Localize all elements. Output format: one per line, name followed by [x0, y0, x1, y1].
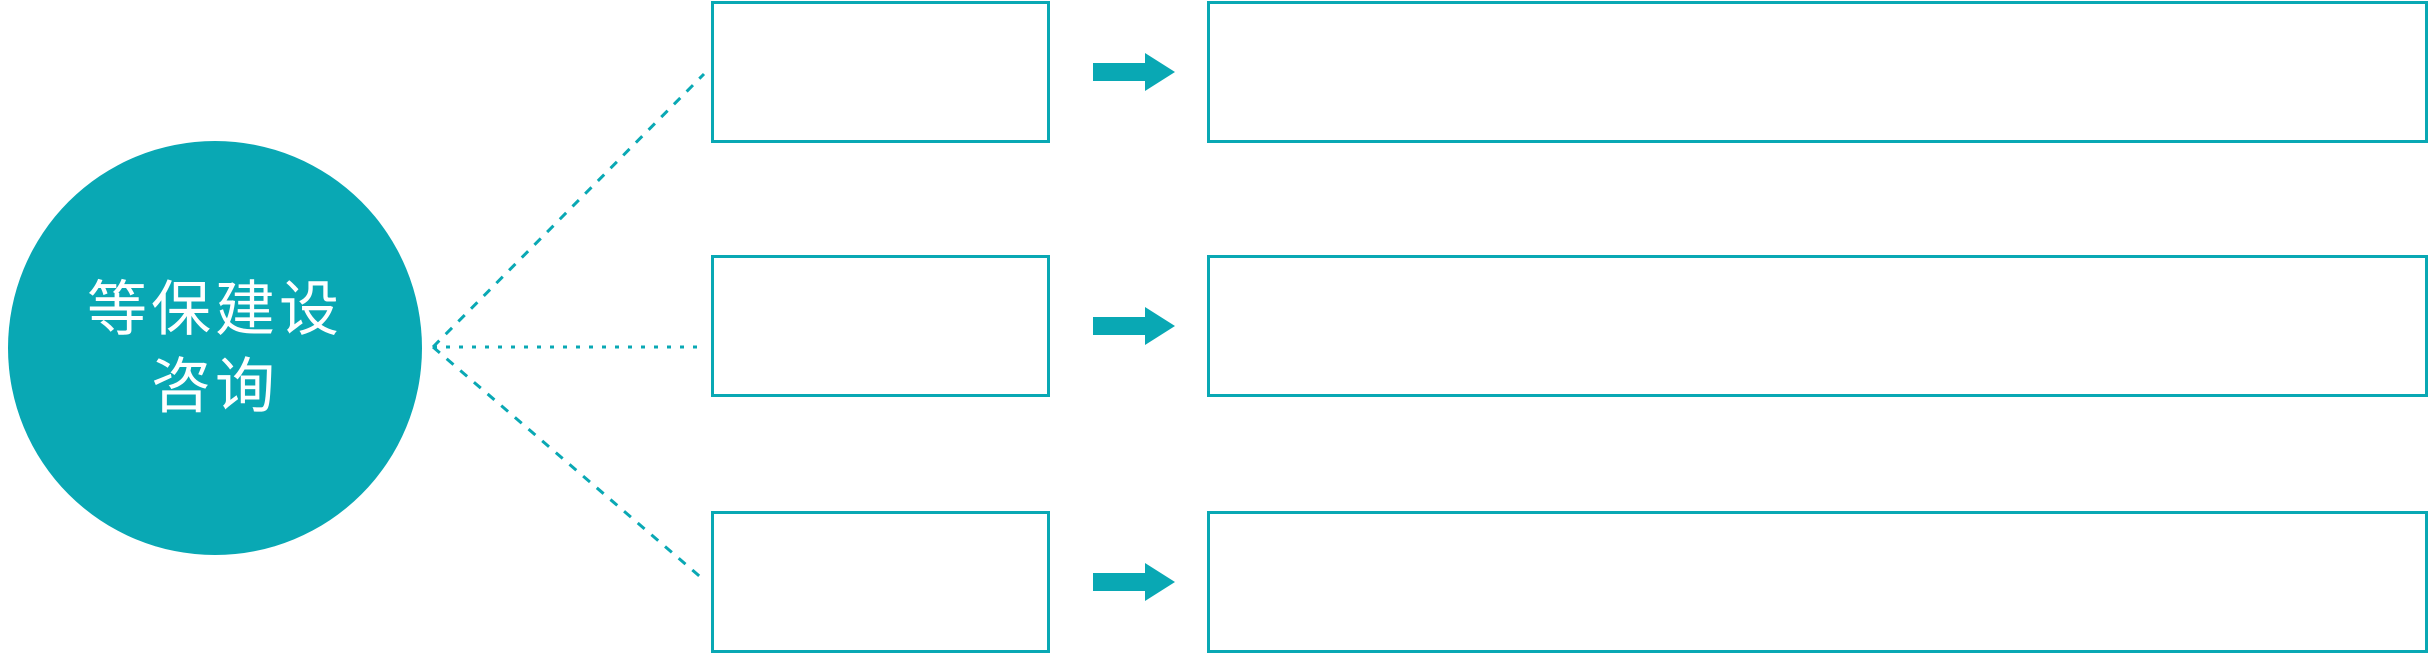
step-box-2 — [711, 255, 1050, 397]
step-box-3 — [711, 511, 1050, 653]
right-block-arrow-icon — [1093, 563, 1175, 601]
connector-line-top — [431, 72, 706, 349]
detail-box-2 — [1207, 255, 2428, 397]
connector-line-bottom — [432, 345, 705, 582]
right-block-arrow-icon — [1093, 307, 1175, 345]
hub-label-line1: 等保建设 — [87, 276, 343, 343]
step-box-1 — [711, 1, 1050, 143]
right-block-arrow-icon — [1093, 53, 1175, 91]
hub-circle: 等保建设 咨询 — [8, 141, 422, 555]
hub-label-line2: 咨询 — [151, 353, 279, 420]
detail-box-3 — [1207, 511, 2428, 653]
detail-box-1 — [1207, 1, 2428, 143]
